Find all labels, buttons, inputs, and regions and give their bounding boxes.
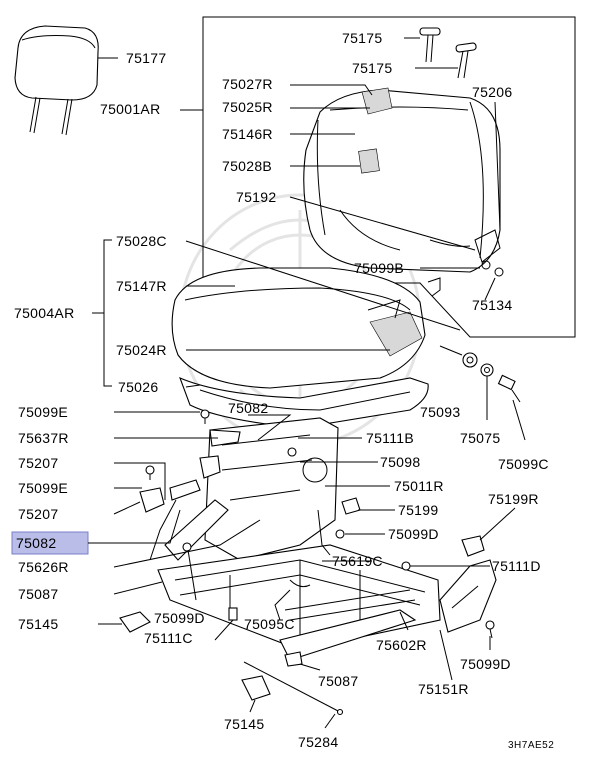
rod-095c[interactable] xyxy=(289,579,311,588)
label-75098[interactable]: 75098 xyxy=(380,454,420,470)
label-75199r[interactable]: 75199R xyxy=(488,491,539,507)
label-75626r[interactable]: 75626R xyxy=(18,559,69,575)
cushion-group-bracket xyxy=(92,239,112,387)
bolt-099d-center[interactable] xyxy=(182,542,192,552)
bolt-111c[interactable] xyxy=(228,607,238,621)
cushion-frame[interactable] xyxy=(179,376,429,429)
label-75001ar[interactable]: 75001AR xyxy=(100,101,160,117)
label-75147r[interactable]: 75147R xyxy=(116,278,167,294)
label-75146r[interactable]: 75146R xyxy=(222,126,273,142)
label-75099e-lower[interactable]: 75099E xyxy=(18,480,68,496)
side-cover-small[interactable] xyxy=(139,429,241,513)
label-75099d-center[interactable]: 75099D xyxy=(154,610,205,626)
washer-093[interactable] xyxy=(462,352,478,368)
leader-lines xyxy=(88,37,526,729)
label-75093[interactable]: 75093 xyxy=(420,404,460,420)
label-75028c[interactable]: 75028C xyxy=(116,233,167,249)
spring-199[interactable] xyxy=(341,497,361,515)
label-75111c[interactable]: 75111C xyxy=(144,630,193,646)
label-75011r[interactable]: 75011R xyxy=(394,478,444,494)
diagram-code: 3H7AE52 xyxy=(508,740,554,751)
label-75099d-right[interactable]: 75099D xyxy=(388,526,439,542)
adjuster-handle[interactable] xyxy=(149,479,201,561)
headrest-pin-upper[interactable] xyxy=(419,27,441,63)
bolt-111d[interactable] xyxy=(401,561,411,571)
label-75082-upper[interactable]: 75082 xyxy=(228,400,268,416)
label-75151r[interactable]: 75151R xyxy=(418,681,469,697)
wire-284[interactable] xyxy=(243,661,344,716)
label-75145-left[interactable]: 75145 xyxy=(18,616,58,632)
label-75175-lower[interactable]: 75175 xyxy=(352,60,392,76)
label-75145-bottom[interactable]: 75145 xyxy=(224,716,264,732)
label-75192[interactable]: 75192 xyxy=(236,189,276,205)
screw-e-upper[interactable] xyxy=(200,409,210,424)
label-75207-lower[interactable]: 75207 xyxy=(18,506,58,522)
seat-back[interactable] xyxy=(303,87,504,297)
bolt-099d-right[interactable] xyxy=(335,529,345,539)
seat-adjuster-frame[interactable] xyxy=(157,417,441,661)
spacer-075[interactable] xyxy=(480,363,494,377)
label-75024r[interactable]: 75024R xyxy=(116,342,167,358)
label-75095c[interactable]: 75095C xyxy=(244,616,295,632)
label-75099b[interactable]: 75099B xyxy=(354,260,404,276)
label-75027r[interactable]: 75027R xyxy=(222,76,273,92)
label-75206[interactable]: 75206 xyxy=(472,84,512,100)
label-75177[interactable]: 75177 xyxy=(126,50,166,66)
track-cover-bottom[interactable] xyxy=(241,675,271,701)
label-75619c[interactable]: 75619C xyxy=(332,553,383,569)
label-75025r[interactable]: 75025R xyxy=(222,99,273,115)
label-75207-upper[interactable]: 75207 xyxy=(18,455,58,471)
bolt-099c[interactable] xyxy=(497,374,521,403)
track-cover-left[interactable] xyxy=(119,611,151,633)
stay-619[interactable] xyxy=(317,509,331,556)
bolt-111b[interactable] xyxy=(287,447,297,457)
label-75026[interactable]: 75026 xyxy=(118,379,158,395)
headrest[interactable] xyxy=(14,25,99,136)
link-087-center[interactable] xyxy=(284,651,303,667)
label-75111b[interactable]: 75111B xyxy=(366,430,414,446)
bolt-099d-lower[interactable] xyxy=(485,620,495,639)
label-75099c[interactable]: 75099C xyxy=(498,456,549,472)
headrest-pin-lower[interactable] xyxy=(455,42,477,79)
label-75087-left[interactable]: 75087 xyxy=(18,586,58,602)
label-75637r[interactable]: 75637R xyxy=(18,430,69,446)
label-75284[interactable]: 75284 xyxy=(298,734,338,750)
label-75111d[interactable]: 75111D xyxy=(492,558,541,574)
screw-e-lower[interactable] xyxy=(145,465,155,480)
label-75099e-upper[interactable]: 75099E xyxy=(18,404,68,420)
label-75028b[interactable]: 75028B xyxy=(222,158,272,174)
label-75134[interactable]: 75134 xyxy=(472,297,512,313)
label-75082-highlighted[interactable]: 75082 xyxy=(16,535,56,551)
label-75087-center[interactable]: 75087 xyxy=(318,673,358,689)
label-75199[interactable]: 75199 xyxy=(398,502,438,518)
part-labels: 75177 75001AR 75175 75175 75206 75027R 7… xyxy=(14,30,554,751)
label-75075[interactable]: 75075 xyxy=(460,430,500,446)
label-75602r[interactable]: 75602R xyxy=(376,637,427,653)
label-75004ar[interactable]: 75004AR xyxy=(14,305,74,321)
label-75175-upper[interactable]: 75175 xyxy=(342,30,382,46)
spring-199r[interactable] xyxy=(461,535,485,557)
label-75099d-lower[interactable]: 75099D xyxy=(460,656,511,672)
